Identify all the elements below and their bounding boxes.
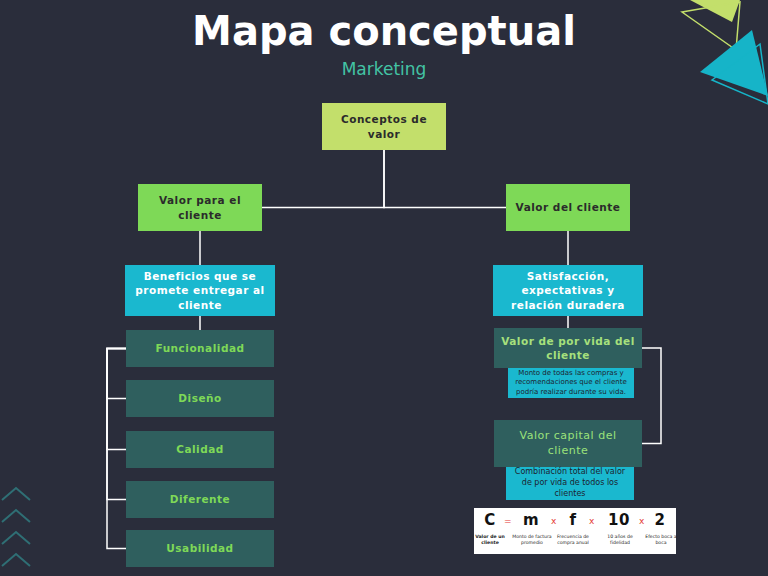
formula-text: x <box>534 515 574 527</box>
item-box: Valor de por vida del cliente <box>494 328 642 368</box>
node-text: Valor para el cliente <box>144 193 256 221</box>
formula-text: 10 <box>599 511 639 529</box>
item-box: Valor capital del cliente <box>494 420 642 467</box>
concept-box: Satisfacción, expectativas y relación du… <box>493 265 643 316</box>
node-text: Valor de por vida del cliente <box>500 334 636 362</box>
subtitle: Marketing <box>0 58 768 80</box>
node-text: Calidad <box>176 442 224 456</box>
formula-text: Frecuencia de compra anual <box>553 534 593 545</box>
formula-text: x <box>572 515 612 527</box>
note-box: Monto de todas las compras y recomendaci… <box>508 368 634 398</box>
connector-line <box>107 349 126 500</box>
node-text: Beneficios que se promete entregar al cl… <box>131 269 269 312</box>
connector-line <box>107 349 126 399</box>
title: Mapa conceptual <box>0 6 768 56</box>
item-box: Usabilidad <box>126 530 274 567</box>
node-text: Combinación total del valor de por vida … <box>512 467 628 499</box>
item-box: Calidad <box>126 431 274 468</box>
concept-box: Beneficios que se promete entregar al cl… <box>125 265 275 316</box>
node-text: Diferente <box>170 492 230 506</box>
formula-text: Monto de factura promedio <box>512 534 552 545</box>
connector-line <box>384 150 506 208</box>
node-text: Usabilidad <box>166 541 233 555</box>
connector-line <box>642 348 661 444</box>
formula-box: C=mxfx10x2Valor de un clienteMonto de fa… <box>474 508 676 554</box>
node-text: Diseño <box>178 391 221 405</box>
note-box: Combinación total del valor de por vida … <box>506 467 634 500</box>
node-text: Conceptos de valor <box>328 112 440 140</box>
node-text: Satisfacción, expectativas y relación du… <box>499 269 637 312</box>
node-text: Monto de todas las compras y recomendaci… <box>514 369 628 397</box>
connector-line <box>107 349 126 549</box>
root-box: Conceptos de valor <box>322 103 446 150</box>
node-text: Valor del cliente <box>516 200 621 214</box>
node-text: Valor capital del cliente <box>500 429 636 459</box>
deco-triangle <box>682 2 740 50</box>
concept-box: Valor del cliente <box>506 184 630 231</box>
formula-text: 10 años de fidelidad <box>600 534 640 545</box>
connector-line <box>567 231 569 265</box>
formula-text: m <box>511 511 551 529</box>
formula-text: = <box>488 515 528 527</box>
deco-chevrons <box>2 488 30 566</box>
node-text: Funcionalidad <box>155 341 244 355</box>
formula-text: 2 <box>640 511 680 529</box>
deco-triangle <box>700 30 768 96</box>
connector-line <box>262 150 384 208</box>
item-box: Diseño <box>126 380 274 417</box>
connector-line <box>567 316 569 328</box>
concept-box: Valor para el cliente <box>138 184 262 231</box>
formula-text: Efecto boca a boca <box>641 534 681 545</box>
connector-line <box>199 316 201 330</box>
item-box: Diferente <box>126 481 274 518</box>
connector-line <box>107 349 126 450</box>
item-box: Funcionalidad <box>126 330 274 367</box>
deco-triangle <box>690 0 740 22</box>
connector-line <box>199 231 201 265</box>
deco-triangle <box>712 44 768 104</box>
formula-text: f <box>553 511 593 529</box>
formula-text: Valor de un cliente <box>470 534 510 545</box>
